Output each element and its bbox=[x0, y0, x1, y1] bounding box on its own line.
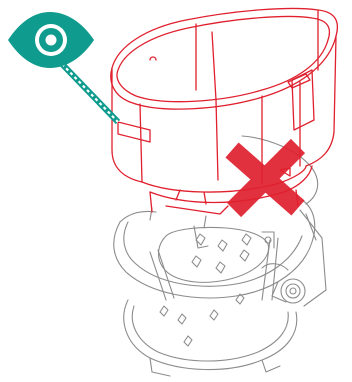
stand-base bbox=[114, 136, 326, 376]
bassinet bbox=[111, 8, 338, 214]
cross-mark-icon bbox=[232, 146, 298, 210]
eye-icon bbox=[8, 12, 94, 68]
sight-line bbox=[62, 64, 118, 122]
